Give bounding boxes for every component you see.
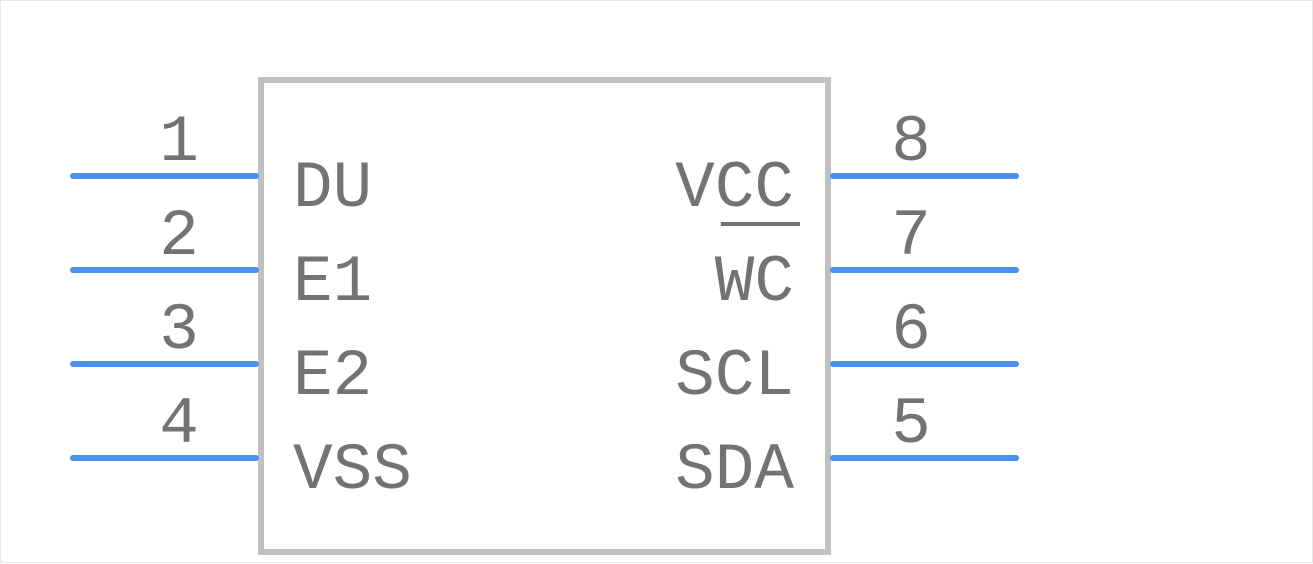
pin-3-number: 3: [159, 293, 199, 368]
pin-3-name: E2: [293, 339, 372, 414]
pin-7-name: WC: [715, 245, 794, 320]
pin-6-name: SCL: [675, 339, 794, 414]
pin-1-name: DU: [293, 151, 372, 226]
pin-8-name: VCC: [675, 151, 794, 226]
pin-6-number: 6: [891, 293, 931, 368]
pin-8-number: 8: [891, 105, 931, 180]
pin-5-name: SDA: [675, 433, 794, 508]
pin-4-name: VSS: [293, 433, 412, 508]
pin-1-number: 1: [159, 105, 199, 180]
pin-2-name: E1: [293, 245, 372, 320]
pin-2-number: 2: [159, 199, 199, 274]
pin-7-number: 7: [891, 199, 931, 274]
pin-5-number: 5: [891, 387, 931, 462]
pin-4-number: 4: [159, 387, 199, 462]
ic-body-outline: [258, 77, 831, 555]
